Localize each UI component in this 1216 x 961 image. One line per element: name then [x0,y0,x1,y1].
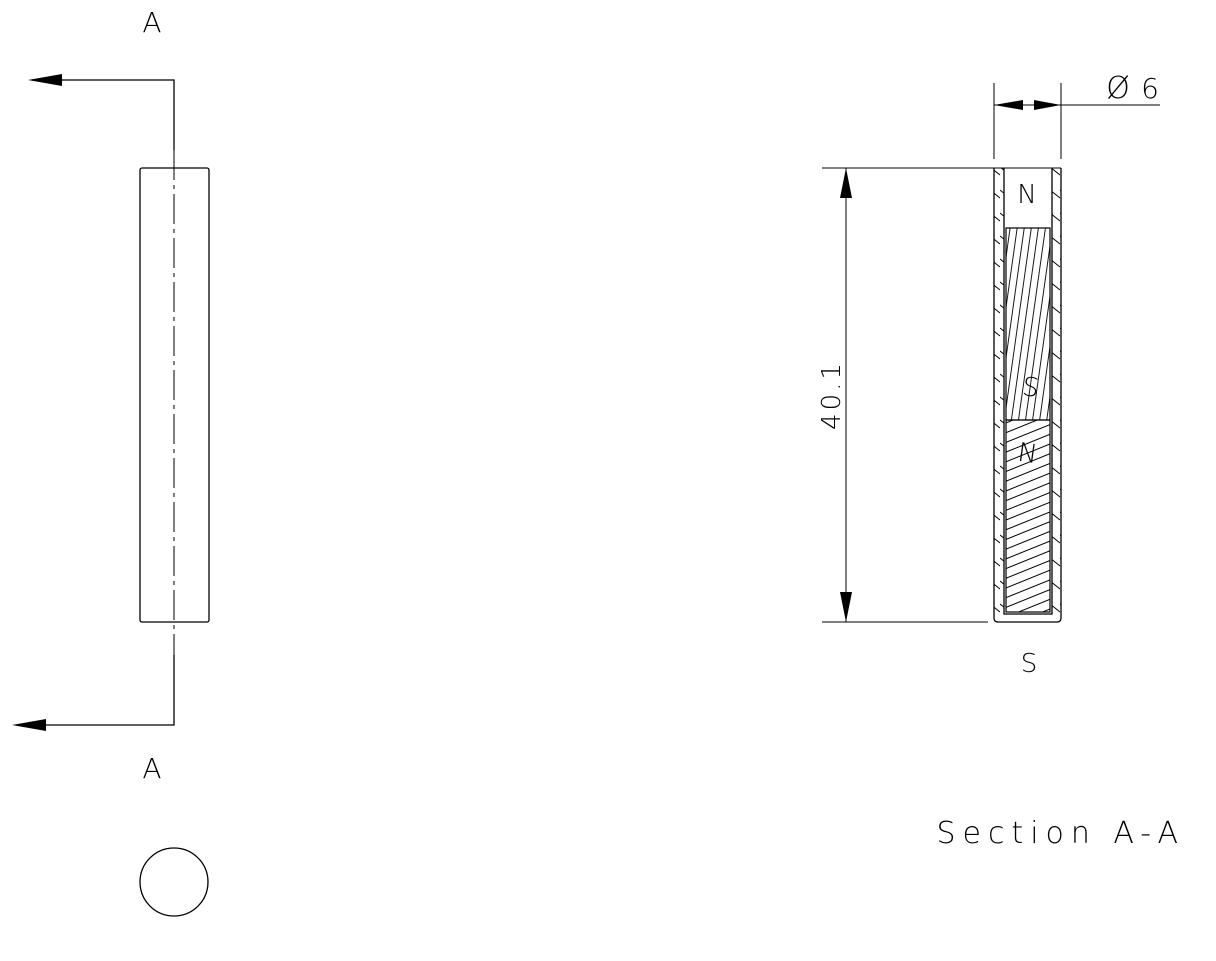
end-view-circle [139,847,209,917]
section-title: Section A-A [936,816,1185,851]
diameter-symbol: Ø [1106,71,1130,106]
section-line-bottom [24,655,175,726]
pole-label-top: N [1017,180,1036,210]
magnet-upper [1005,227,1051,421]
diameter-arrow-right [1034,100,1061,110]
magnet-lower [1005,419,1051,613]
magnet-lower-pole-label: N [1016,438,1039,470]
section-line-top [40,79,175,150]
pole-label-bottom: S [1021,649,1038,679]
dimension-arrow-down [840,592,852,622]
section-marker-top: A [142,6,161,39]
tube-wall-hatch [994,168,1061,622]
section-marker-bottom: A [142,752,161,785]
section-arrow-top [28,74,62,86]
length-dimension-text: 40.1 [817,360,847,430]
magnet-upper-pole-label: S [1020,372,1041,404]
diameter-arrow-left [994,100,1023,110]
section-arrow-bottom [12,719,46,731]
dimension-arrow-up [840,168,852,198]
diameter-value: 6 [1141,72,1159,105]
section-view: N S N S 40.1 Ø 6 Section A-A [817,71,1185,851]
tube-inner [1003,168,1053,615]
front-view: A A [12,6,210,917]
tube-outline [993,168,1062,623]
